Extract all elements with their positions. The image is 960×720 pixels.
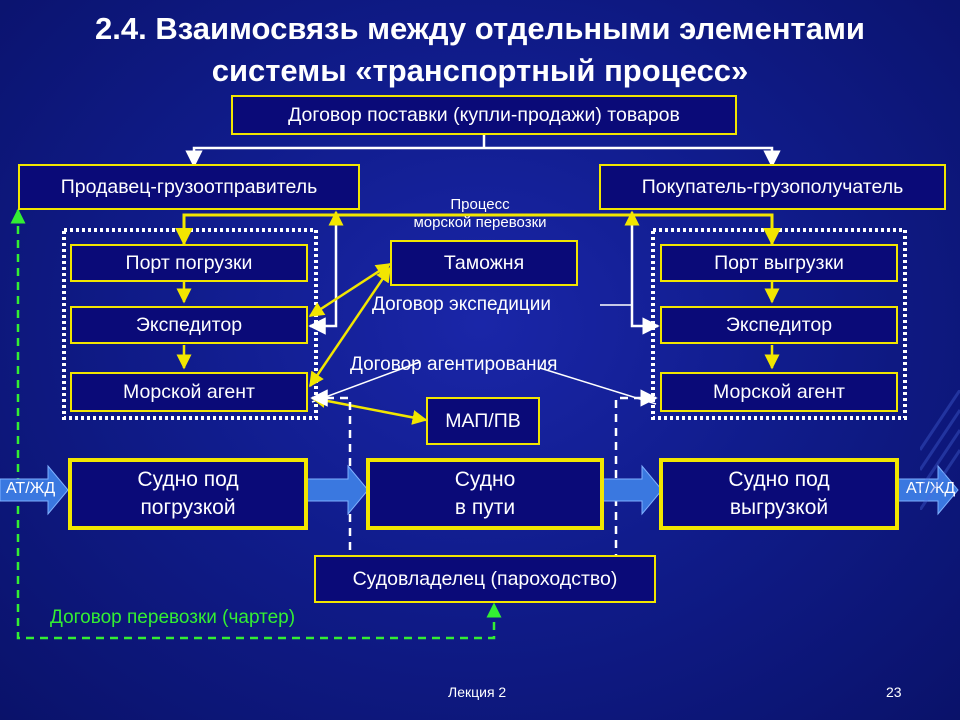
corner-stripes-decoration: [920, 390, 960, 510]
customs-box: Таможня: [390, 240, 578, 286]
port-loading-box: Порт погрузки: [70, 244, 308, 282]
supply-contract-box: Договор поставки (купли-продажи) товаров: [231, 95, 737, 135]
title-line-2: системы «транспортный процесс»: [211, 53, 749, 88]
at-rail-left-label: АТ/ЖД: [6, 480, 56, 497]
charter-contract-label: Договор перевозки (чартер): [50, 607, 296, 628]
agency-contract-label: Договор агентирования: [350, 354, 558, 375]
footer-lecture: Лекция 2: [448, 684, 507, 700]
page-title: 2.4. Взаимосвязь между отдельными элемен…: [0, 8, 960, 92]
ship-loading-box: Судно под погрузкой: [68, 458, 308, 530]
forwarder-left-box: Экспедитор: [70, 306, 308, 344]
charter-dashed-connector: [16, 212, 502, 640]
ship-transit-line-2: в пути: [454, 496, 516, 519]
expedition-contract-label: Договор экспедиции: [372, 294, 551, 315]
map-pv-box: МАП/ПВ: [426, 397, 540, 445]
ship-unloading-line-2: выгрузкой: [729, 496, 829, 519]
ship-loading-line-1: Судно под: [137, 468, 239, 491]
forwarder-right-box: Экспедитор: [660, 306, 898, 344]
seller-box: Продавец-грузоотправитель: [18, 164, 360, 210]
sea-agent-right-box: Морской агент: [660, 372, 898, 412]
buyer-box: Покупатель-грузополучатель: [599, 164, 946, 210]
process-label-line-1: Процесс: [450, 196, 510, 213]
expedition-right-connector: [630, 215, 660, 335]
expedition-left-connector: [308, 215, 338, 335]
at-rail-right-label: АТ/ЖД: [906, 480, 956, 497]
sea-agent-left-box: Морской агент: [70, 372, 308, 412]
ship-unloading-box: Судно под выгрузкой: [659, 458, 899, 530]
ship-transit-line-1: Судно: [454, 468, 516, 491]
ship-transit-box: Судно в пути: [366, 458, 604, 530]
process-label-line-2: морской перевозки: [413, 214, 547, 231]
ship-unloading-line-1: Судно под: [728, 468, 830, 491]
ship-loading-line-2: погрузкой: [140, 496, 236, 519]
port-unloading-box: Порт выгрузки: [660, 244, 898, 282]
title-line-1: 2.4. Взаимосвязь между отдельными элемен…: [95, 11, 865, 46]
process-label: Процесс морской перевозки: [380, 196, 580, 232]
shipowner-box: Судовладелец (пароходство): [314, 555, 656, 603]
footer-page-number: 23: [886, 684, 902, 700]
flow-arrows: [0, 464, 959, 516]
